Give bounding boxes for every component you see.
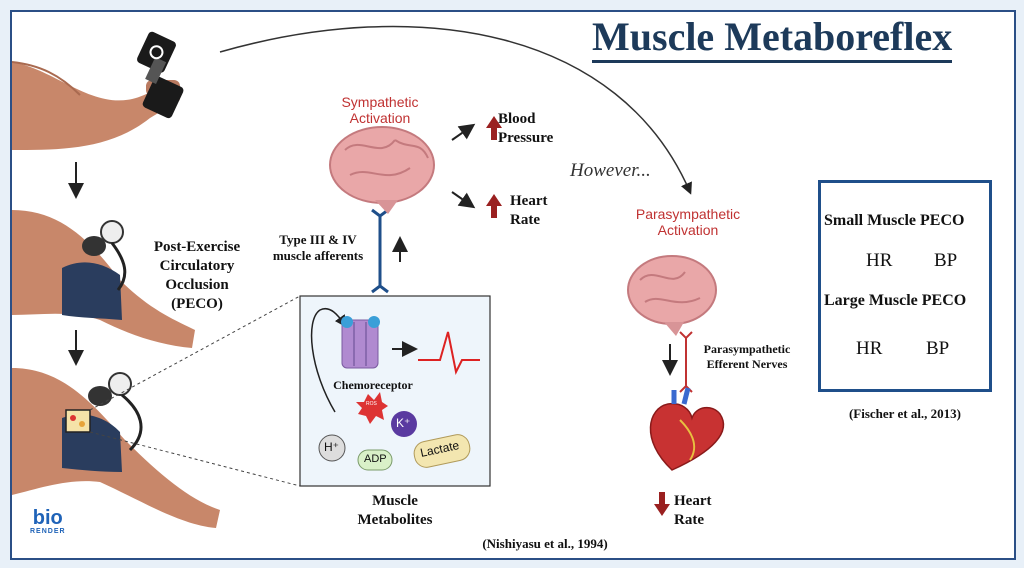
- citation-box: (Fischer et al., 2013): [848, 406, 962, 421]
- arm-cuff-illustration: [12, 210, 195, 348]
- brain-sympathetic-icon: [329, 126, 435, 214]
- lactate-icon: [413, 434, 471, 468]
- hr-down-arrow-icon: [654, 492, 670, 516]
- bp-up-arrow-icon: [486, 116, 502, 140]
- arm-occlusion-illustration: [12, 368, 220, 528]
- large-hr-label: HR: [856, 338, 883, 359]
- ros-icon: [356, 392, 388, 424]
- brain-parasympathetic-icon: [627, 255, 717, 336]
- however-label: However...: [570, 160, 651, 181]
- small-bp-label: BP: [934, 250, 958, 271]
- efferent-nerve: [679, 331, 693, 393]
- however-arc-arrow: [219, 25, 692, 195]
- afferent-nerve: [371, 208, 389, 294]
- hydrogen-icon: [318, 434, 346, 462]
- small-hr-label: HR: [866, 250, 893, 271]
- potassium-label: K⁺: [396, 416, 411, 430]
- peco-comparison-box: [818, 180, 992, 392]
- small-peco-title: Small Muscle PECO: [824, 212, 965, 229]
- action-potential-icon: [418, 331, 480, 376]
- arm-dumbbell-illustration: [11, 31, 184, 150]
- adp-icon: [357, 449, 393, 471]
- hydrogen-label: H⁺: [324, 440, 339, 454]
- heart-icon: [649, 387, 725, 471]
- ros-label: ROS: [366, 401, 377, 407]
- citation-main: (Nishiyasu et al., 1994): [482, 536, 608, 551]
- chemoreceptor-icon: [341, 316, 380, 369]
- potassium-icon: [391, 411, 417, 437]
- hr-up-arrow-icon: [486, 194, 502, 218]
- chemoreceptor-label: Chemoreceptor: [333, 378, 413, 392]
- adp-label: ADP: [364, 453, 387, 465]
- biorender-logo: bio RENDER: [30, 507, 66, 535]
- large-peco-title: Large Muscle PECO: [824, 292, 967, 309]
- large-bp-label: BP: [926, 338, 950, 359]
- page-title: Muscle Metaboreflex: [592, 14, 953, 63]
